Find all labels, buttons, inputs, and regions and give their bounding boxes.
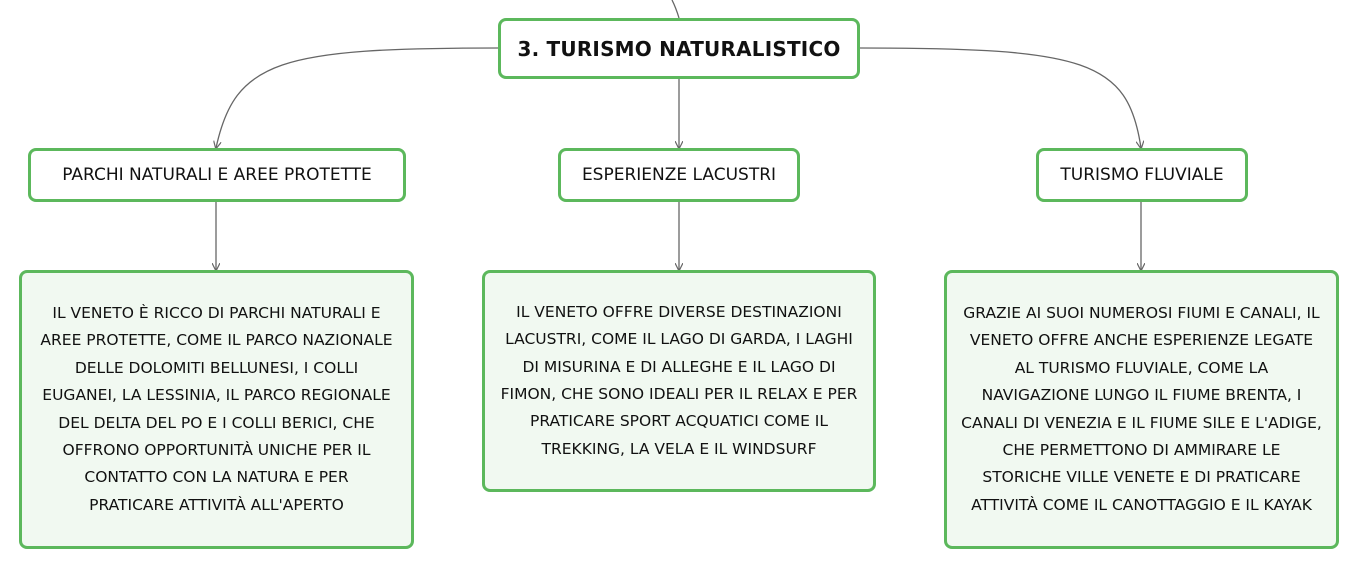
detail-line: NAVIGAZIONE LUNGO IL FIUME BRENTA, I [981, 386, 1302, 405]
detail-line: TREKKING, LA VELA E IL WINDSURF [541, 439, 817, 458]
central-topic-title: 3. TURISMO NATURALISTICO [517, 36, 841, 61]
detail-line: LACUSTRI, COME IL LAGO DI GARDA, I LAGHI [505, 330, 853, 349]
detail-line: ATTIVITÀ COME IL CANOTTAGGIO E IL KAYAK [971, 495, 1312, 514]
detail-line: DI MISURINA E DI ALLEGHE E IL LAGO DI [522, 357, 836, 376]
detail-line: PRATICARE ATTIVITÀ ALL'APERTO [89, 495, 344, 514]
branch-node-turismo-fluviale[interactable]: TURISMO FLUVIALE [1036, 148, 1248, 202]
detail-line: CONTATTO CON LA NATURA E PER [84, 468, 349, 487]
detail-line: IL VENETO OFFRE DIVERSE DESTINAZIONI [516, 302, 842, 321]
connector-root-to-branch-1 [216, 47, 499, 148]
connector-parent-to-root [671, 0, 680, 19]
connector-root-to-branch-3 [859, 47, 1141, 148]
branch-node-esperienze-lacustri[interactable]: ESPERIENZE LACUSTRI [558, 148, 800, 202]
branch-label: PARCHI NATURALI E AREE PROTETTE [62, 165, 372, 185]
detail-line: CHE PERMETTONO DI AMMIRARE LE [1002, 440, 1281, 459]
detail-text: IL VENETO È RICCO DI PARCHI NATURALI E A… [40, 300, 392, 519]
detail-line: EUGANEI, LA LESSINIA, IL PARCO REGIONALE [42, 386, 391, 405]
detail-line: GRAZIE AI SUOI NUMEROSI FIUMI E CANALI, … [963, 303, 1320, 322]
detail-line: AL TURISMO FLUVIALE, COME LA [1014, 358, 1269, 377]
detail-line: OFFRONO OPPORTUNITÀ UNICHE PER IL [62, 440, 371, 459]
detail-line: FIMON, CHE SONO IDEALI PER IL RELAX E PE… [500, 385, 858, 403]
branch-label: ESPERIENZE LACUSTRI [581, 165, 777, 185]
detail-line: AREE PROTETTE, COME IL PARCO NAZIONALE [40, 331, 393, 350]
detail-text: IL VENETO OFFRE DIVERSE DESTINAZIONI LAC… [501, 299, 858, 463]
detail-line: DEL DELTA DEL PO E I COLLI BERICI, CHE [58, 413, 375, 432]
detail-line: CANALI DI VENEZIA E IL FIUME SILE E L'AD… [961, 413, 1322, 432]
detail-line: DELLE DOLOMITI BELLUNESI, I COLLI [74, 358, 359, 377]
detail-line: IL VENETO È RICCO DI PARCHI NATURALI E [52, 303, 381, 322]
detail-line: PRATICARE SPORT ACQUATICI COME IL [529, 412, 829, 431]
detail-node-esperienze-lacustri[interactable]: IL VENETO OFFRE DIVERSE DESTINAZIONI LAC… [482, 270, 876, 492]
detail-line: STORICHE VILLE VENETE E DI PRATICARE [982, 468, 1301, 487]
detail-node-turismo-fluviale[interactable]: GRAZIE AI SUOI NUMEROSI FIUMI E CANALI, … [944, 270, 1339, 549]
detail-text: GRAZIE AI SUOI NUMEROSI FIUMI E CANALI, … [961, 300, 1322, 519]
branch-node-parchi-naturali[interactable]: PARCHI NATURALI E AREE PROTETTE [28, 148, 406, 202]
branch-label: TURISMO FLUVIALE [1060, 165, 1224, 185]
detail-node-parchi-naturali[interactable]: IL VENETO È RICCO DI PARCHI NATURALI E A… [19, 270, 414, 549]
central-topic-node[interactable]: 3. TURISMO NATURALISTICO [498, 18, 860, 79]
detail-line: VENETO OFFRE ANCHE ESPERIENZE LEGATE [969, 331, 1314, 350]
